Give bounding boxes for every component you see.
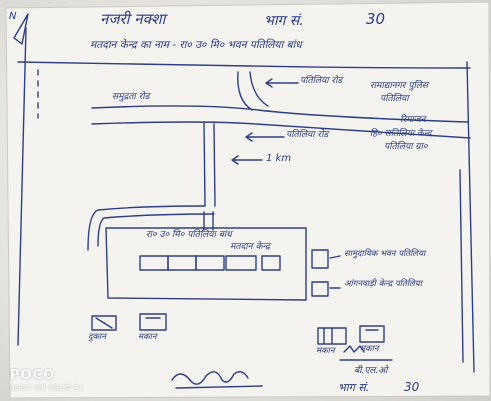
polling-centre-label: मतदान केन्द्र [230,242,270,252]
vertical-road-right [213,123,216,207]
building-top-right-label: पतिलिया [380,94,409,104]
north-arrow-icon [13,13,29,45]
booth-label: भाग सं. [264,13,304,29]
signature-scribble [171,371,263,389]
watermark-shot-on: SHOT ON POCO F1 [10,384,84,392]
road-pointer-mid-label: पतिलिया रोड [286,130,329,140]
booth-number: 30 [366,10,386,28]
label-right-3: पतिलिया ग्रा० [384,142,428,152]
label-right-2: हि० सतिलिया केन्द्र [370,129,432,139]
watermark-brand: POCO [10,368,56,383]
school-name-label: रा० उ० मि० पतिलिया बांध [146,230,232,240]
sheet-title: नजरी नक्शा [100,10,166,28]
arrow-road-top [265,78,299,88]
north-mark: N [9,11,17,22]
anganwadi-building [311,281,329,297]
gate-top-right-label: रामाद्यानगर पुलिस [370,81,428,91]
stamp-scribble [339,345,393,361]
road-left-label: समुद्रता रोड [112,92,150,102]
community-hall-label: सामुदायिक भवन पतिलिया [344,249,426,259]
sheet-subtitle: मतदान केन्द्र का नाम - रा० उ० मि० भवन पत… [90,39,302,51]
label-right-1: रिमाजन [400,115,426,125]
border-top [17,61,471,69]
classroom-5 [261,255,281,271]
main-road-edge-bottom [91,121,471,139]
community-hall-building [311,249,329,269]
footer-booth-label: भाग सं. [338,381,370,394]
branch-road-top-left [237,71,253,111]
paper-sheet [5,1,491,399]
classroom-3 [195,255,225,271]
house-right-1 [317,327,347,345]
house-left-2 [139,313,167,331]
anganwadi-label: आंगनवाड़ी केन्द्र पतिलिया [344,279,422,289]
vertical-road-left [203,121,206,207]
bend-road-inner [97,213,215,247]
branch-road-top-right [249,71,269,107]
border-right-inner [459,169,464,363]
house-left-1-label: दुकान [88,332,106,342]
distance-label: 1 km [266,153,292,164]
border-left [17,27,27,346]
arrow-community [329,255,341,259]
border-right [466,61,475,373]
footer-booth-number: 30 [404,380,420,394]
house-right-2-label: मकान [360,344,379,354]
house-right-2 [359,325,385,343]
classroom-4 [225,255,257,271]
school-compound-wall [105,227,307,301]
bend-road-outer [87,205,205,251]
arrow-road-mid [245,132,285,142]
main-road-edge-top [91,105,469,123]
road-pointer-top-label: पतिलिया रोड [300,76,343,86]
house-left-2-label: मकान [138,332,157,342]
officer-title: बी.एल.ओ [354,366,388,376]
house-left-1 [91,315,117,331]
house-right-1-label: मकान [316,346,335,356]
arrow-distance [231,155,263,165]
